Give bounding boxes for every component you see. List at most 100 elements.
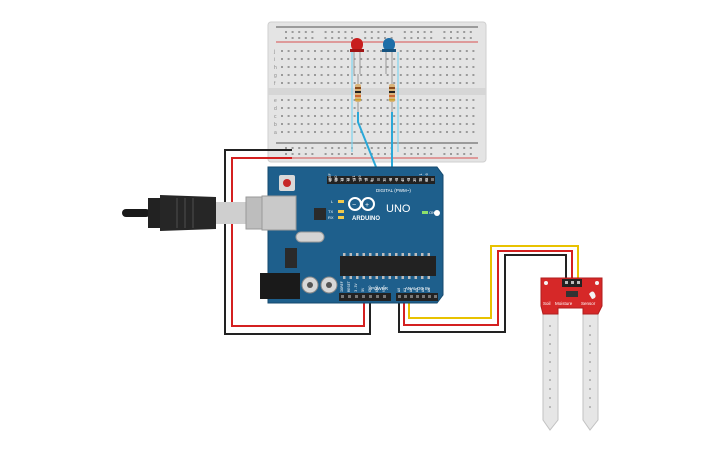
breadboard-hole: [307, 99, 310, 101]
breadboard-hole: [340, 82, 343, 84]
rail-hole: [463, 153, 466, 155]
breadboard-channel: [268, 88, 486, 95]
breadboard-hole: [413, 74, 415, 76]
rail-hole: [351, 153, 353, 155]
row-letter: e: [274, 98, 277, 104]
rail-hole: [351, 31, 353, 33]
pin-label: A4: [421, 288, 425, 292]
breadboard-hole: [380, 115, 382, 117]
wire-black-gnd[interactable]: [224, 149, 371, 335]
breadboard-hole: [446, 115, 448, 117]
breadboard-hole: [314, 107, 316, 109]
wire-yellow-sensor-sig[interactable]: [408, 245, 579, 319]
breadboard-hole: [353, 74, 356, 76]
header-pin: [362, 295, 365, 298]
header-pin: [404, 295, 407, 298]
breadboard-hole: [452, 115, 455, 117]
header-pin: [422, 295, 425, 298]
voltage-regulator: [285, 248, 297, 268]
breadboard-hole: [353, 58, 356, 60]
mcu-pin: [356, 253, 359, 256]
breadboard-hole: [432, 107, 435, 109]
breadboard-hole: [465, 82, 468, 84]
breadboard-hole: [353, 99, 356, 101]
breadboard-hole: [459, 82, 462, 84]
breadboard-hole: [366, 82, 369, 84]
rail-hole: [324, 153, 327, 155]
usb-cable[interactable]: [122, 195, 287, 231]
mcu-pin: [349, 253, 352, 256]
rail-hole: [291, 153, 294, 155]
wire-red-sensor-vcc[interactable]: [403, 250, 573, 326]
breadboard-hole: [347, 99, 349, 101]
breadboard-hole: [386, 123, 389, 125]
rail-hole: [423, 147, 426, 149]
mcu-pin: [427, 253, 430, 256]
mcu-pin: [362, 253, 365, 256]
breadboard-hole: [413, 107, 415, 109]
probe-dot: [589, 406, 591, 408]
led-blue[interactable]: [382, 38, 396, 74]
rail-hole: [298, 147, 301, 149]
pin-label: GND: [368, 286, 372, 293]
resistor-2[interactable]: [389, 74, 395, 116]
wire-red-5v[interactable]: [231, 157, 365, 327]
rail-hole: [377, 153, 380, 155]
led-tx-indicator: [338, 210, 344, 213]
header-pins: [329, 178, 437, 298]
breadboard-hole: [320, 74, 323, 76]
arduino-logo-icon: − +: [348, 197, 375, 211]
rail-hole: [298, 153, 301, 155]
pin-label: ~9: [364, 178, 368, 182]
breadboard-hole: [307, 115, 310, 117]
breadboard-hole: [393, 66, 396, 68]
breadboard-hole: [472, 82, 475, 84]
breadboard-hole: [307, 50, 310, 52]
mcu-pin: [401, 253, 404, 256]
breadboard-hole: [399, 74, 402, 76]
arduino-board[interactable]: − + ARDUINO UNO DIGITAL (PWM~) POWER ANA…: [260, 166, 444, 304]
breadboard-hole: [300, 82, 303, 84]
breadboard-hole: [347, 74, 349, 76]
breadboard-hole: [439, 123, 442, 125]
breadboard-hole: [386, 82, 389, 84]
breadboard-hole: [439, 66, 442, 68]
breadboard-hole: [360, 58, 363, 60]
breadboard-hole: [472, 99, 475, 101]
breadboard-hole: [281, 107, 283, 109]
reset-button-cap[interactable]: [283, 179, 291, 187]
row-letter: b: [274, 122, 277, 128]
breadboard-hole: [281, 131, 283, 133]
header-pin: [341, 178, 344, 181]
header-pin: [383, 295, 386, 298]
breadboard-hole: [281, 99, 283, 101]
probe-dot: [549, 397, 551, 399]
rail-hole: [285, 37, 287, 39]
breadboard-hole: [347, 131, 349, 133]
wire-black-sensor-gnd[interactable]: [398, 254, 567, 333]
breadboard-hole: [413, 66, 415, 68]
breadboard-hole: [419, 66, 422, 68]
rail-hole: [410, 153, 413, 155]
breadboard-hole: [419, 50, 422, 52]
breadboard-hole: [452, 123, 455, 125]
probe-dot: [549, 379, 551, 381]
breadboard-hole: [333, 50, 336, 52]
breadboard-hole: [452, 50, 455, 52]
breadboard-hole: [340, 66, 343, 68]
mcu-pin: [395, 253, 398, 256]
bottom-pin-labels: IOREF RESET 3.3V 5V GND GND Vin A0 A1 A2…: [340, 280, 431, 292]
rail-hole: [469, 153, 472, 155]
rail-hole: [337, 153, 340, 155]
led-rx-indicator: [338, 216, 344, 219]
breadboard-hole: [426, 50, 429, 52]
wire-cyan-led-red[interactable]: [357, 112, 379, 173]
rail-hole: [403, 37, 406, 39]
led-red[interactable]: [350, 38, 364, 74]
pin-label: A1: [403, 288, 407, 292]
soil-moisture-sensor[interactable]: Soil Moisture Sensor: [540, 277, 603, 431]
resistor-1[interactable]: [355, 74, 361, 116]
breadboard-hole: [406, 131, 409, 133]
digital-header-label: DIGITAL (PWM~): [376, 188, 411, 193]
